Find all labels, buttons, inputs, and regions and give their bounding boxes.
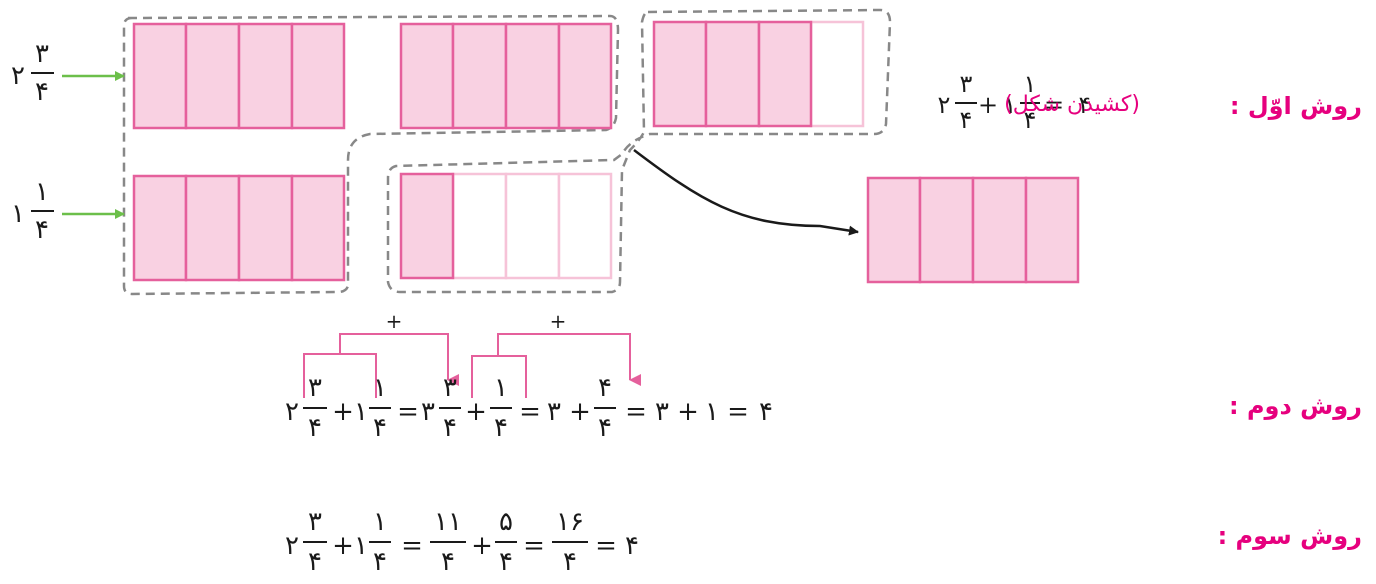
dashed-group-outline-2 xyxy=(386,8,892,294)
svg-text:۱: ۱ xyxy=(354,397,368,427)
method2-plus-right: + xyxy=(550,309,567,333)
fraction-bar-whole-1 xyxy=(132,22,346,130)
svg-text:۴: ۴ xyxy=(598,413,612,443)
svg-text:۱: ۱ xyxy=(373,373,387,403)
svg-text:۴: ۴ xyxy=(1079,91,1092,119)
svg-text:=: = xyxy=(397,397,419,427)
svg-text:=: = xyxy=(595,531,617,561)
mixed-number-a: ۲ ۳ ۴ xyxy=(11,39,54,107)
svg-text:۳: ۳ xyxy=(308,507,322,537)
fraction-bar-three-quarters xyxy=(652,20,865,128)
svg-text:۱: ۱ xyxy=(373,507,387,537)
svg-text:+: + xyxy=(332,531,354,561)
svg-text:۴: ۴ xyxy=(373,547,387,577)
fraction-bar-result xyxy=(866,176,1080,284)
svg-text:۴: ۴ xyxy=(1024,106,1037,134)
svg-text:۴: ۴ xyxy=(625,531,639,561)
svg-text:+: + xyxy=(569,397,591,427)
svg-text:۳: ۳ xyxy=(443,373,457,403)
svg-text:۴: ۴ xyxy=(35,77,49,107)
svg-text:۴: ۴ xyxy=(443,413,457,443)
svg-text:۴: ۴ xyxy=(35,215,49,245)
svg-text:۱۶: ۱۶ xyxy=(556,507,584,537)
svg-text:۴: ۴ xyxy=(960,106,973,134)
svg-text:=: = xyxy=(727,397,749,427)
svg-text:=: = xyxy=(1044,91,1064,119)
method3-label: روش سوم : xyxy=(1217,522,1362,550)
svg-text:۳: ۳ xyxy=(308,373,322,403)
svg-text:۱: ۱ xyxy=(494,373,508,403)
method2-bracket-left xyxy=(303,333,459,398)
method2-bracket-right xyxy=(471,333,641,398)
svg-text:۳: ۳ xyxy=(655,397,669,427)
svg-text:۳: ۳ xyxy=(960,70,973,98)
method2-plus-left: + xyxy=(386,309,403,333)
method2-label: روش دوم : xyxy=(1229,392,1362,420)
svg-text:۴: ۴ xyxy=(563,547,577,577)
svg-text:۱: ۱ xyxy=(11,199,25,229)
svg-text:=: = xyxy=(625,397,647,427)
svg-text:۲: ۲ xyxy=(938,91,951,119)
svg-text:۱: ۱ xyxy=(705,397,719,427)
method1-label: روش اوّل : xyxy=(1230,92,1362,120)
svg-text:=: = xyxy=(401,531,423,561)
svg-text:=: = xyxy=(519,397,541,427)
svg-text:۲: ۲ xyxy=(285,397,299,427)
svg-text:۵: ۵ xyxy=(499,507,513,537)
svg-text:۲: ۲ xyxy=(285,531,299,561)
svg-text:+: + xyxy=(978,91,998,119)
svg-text:۱۱: ۱۱ xyxy=(434,507,462,537)
svg-text:=: = xyxy=(523,531,545,561)
svg-text:۳: ۳ xyxy=(547,397,561,427)
svg-text:۳: ۳ xyxy=(421,397,435,427)
method1-paren: (کشیدن شکل) xyxy=(1004,92,1140,117)
combine-arrow xyxy=(633,149,859,236)
svg-text:۴: ۴ xyxy=(308,413,322,443)
svg-text:۴: ۴ xyxy=(494,413,508,443)
fraction-bar-whole-3 xyxy=(132,174,346,282)
svg-text:+: + xyxy=(677,397,699,427)
svg-text:+: + xyxy=(465,397,487,427)
svg-text:+: + xyxy=(471,531,493,561)
method2-equation: ۲ ۳ ۴ + ۱ ۱ ۴ = ۳ ۳ ۴ + ۱ ۴ = ۳ + ۴ ۴ = … xyxy=(285,373,773,443)
dashed-group-outline-1 xyxy=(122,14,620,296)
method1-equation: ۴ = ۱ ۴ ۱ + ۳ ۴ ۲ xyxy=(938,70,1092,134)
svg-text:۱: ۱ xyxy=(354,531,368,561)
svg-text:۴: ۴ xyxy=(441,547,455,577)
svg-text:۴: ۴ xyxy=(373,413,387,443)
svg-text:۴: ۴ xyxy=(759,397,773,427)
svg-text:۴: ۴ xyxy=(308,547,322,577)
svg-text:۱: ۱ xyxy=(1004,91,1017,119)
fraction-bar-one-quarter xyxy=(399,172,613,280)
svg-text:۱: ۱ xyxy=(1024,70,1037,98)
fraction-bar-whole-2 xyxy=(399,22,613,130)
svg-text:۴: ۴ xyxy=(598,373,612,403)
method1-title: روش اوّل : xyxy=(1229,92,1362,120)
svg-text:۳: ۳ xyxy=(35,39,49,69)
svg-text:۱: ۱ xyxy=(35,177,49,207)
method3-equation: ۲ ۳ ۴ + ۱ ۱ ۴ = ۱۱ ۴ + ۵ ۴ = ۱۶ ۴ = ۴ xyxy=(285,507,639,577)
svg-text:+: + xyxy=(332,397,354,427)
svg-text:۴: ۴ xyxy=(499,547,513,577)
svg-text:۲: ۲ xyxy=(11,61,25,91)
mixed-number-b: ۱ ۱ ۴ xyxy=(11,177,54,245)
